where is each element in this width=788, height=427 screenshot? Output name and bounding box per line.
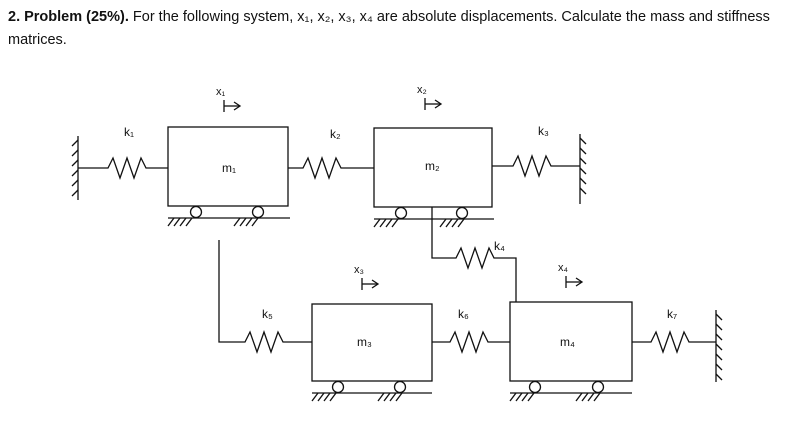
label-x3: x₃: [354, 264, 364, 276]
label-k1: k₁: [124, 125, 134, 139]
mass-block-3: [311, 303, 433, 382]
spring-k3: [492, 154, 580, 178]
spring-k6: [432, 330, 510, 354]
label-k2: k₂: [330, 127, 341, 141]
spring-k4: [431, 207, 517, 302]
label-m3: m₃: [357, 335, 372, 349]
right-wall-top: [579, 134, 587, 204]
label-x1: x₁: [216, 86, 226, 98]
label-m1: m₁: [222, 161, 236, 175]
arrow-x3: [361, 278, 380, 290]
rollers-m2: [373, 206, 494, 228]
label-k3: k₃: [538, 124, 549, 138]
label-m4: m₄: [560, 335, 575, 349]
arrow-x4: [565, 276, 584, 288]
label-k7: k₇: [667, 307, 677, 321]
label-m2: m₂: [425, 159, 440, 173]
spring-k1: [78, 156, 168, 180]
arrow-x2: [424, 98, 443, 110]
label-x4: x₄: [558, 262, 569, 274]
rollers-m4: [509, 380, 632, 402]
label-k6: k₆: [458, 307, 469, 321]
label-x2: x₂: [417, 84, 427, 96]
rollers-m1: [167, 205, 290, 227]
label-k5: k₅: [262, 307, 273, 321]
spring-k2: [288, 156, 374, 180]
problem-text: For the following system, x₁, x₂, x₃, x₄…: [8, 9, 770, 48]
rollers-m3: [311, 380, 432, 402]
label-k4: k₄: [494, 239, 505, 253]
arrow-x1: [223, 100, 242, 112]
mass-block-1: [167, 126, 289, 207]
problem-heading: 2. Problem (25%).: [8, 9, 129, 25]
right-wall-bottom: [715, 310, 723, 382]
problem-statement: 2. Problem (25%). For the following syst…: [8, 6, 784, 52]
spring-k7: [632, 330, 716, 354]
left-wall: [71, 136, 79, 200]
spring-k5: [218, 240, 312, 354]
